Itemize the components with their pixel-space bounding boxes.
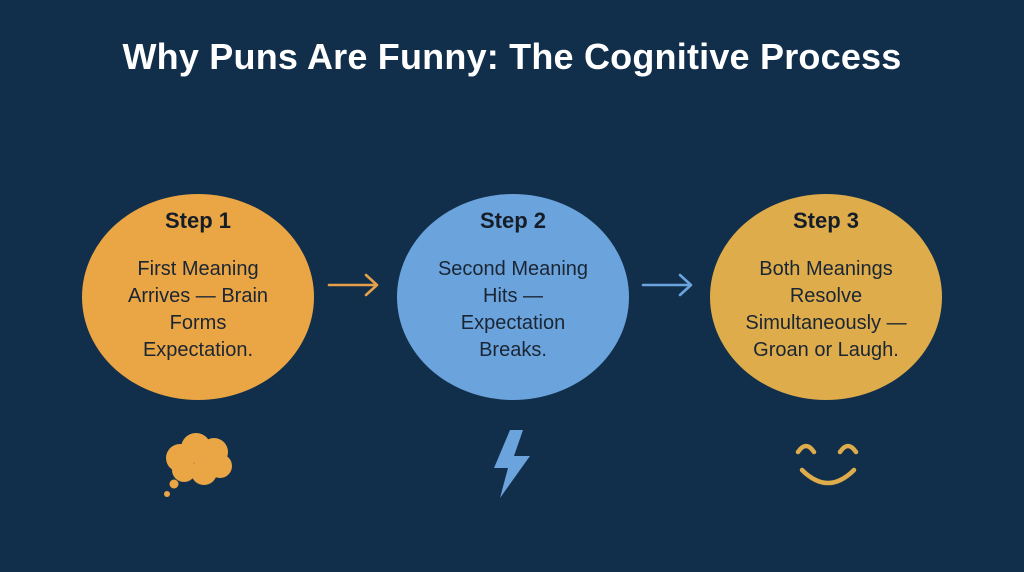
step-2-line-1: Second Meaning [437, 258, 589, 280]
step-3-line-1: Both Meanings [759, 258, 893, 280]
step-3-line-3: Simultaneously — [745, 312, 907, 334]
step-1-description: First Meaning Arrives — Brain Forms Expe… [98, 256, 298, 364]
thought-bubble-icon [164, 433, 232, 497]
step-2-line-3: Expectation [460, 312, 566, 334]
step-3-line-2: Resolve [789, 285, 863, 307]
step-1-label: Step 1 [164, 208, 232, 233]
step-1-line-2: Arrives — Brain [127, 285, 269, 307]
step-3-description: Both Meanings Resolve Simultaneously — G… [726, 256, 926, 364]
step-1-line-3: Forms [169, 312, 227, 334]
page-title: Why Puns Are Funny: The Cognitive Proces… [122, 36, 902, 77]
step-2-line-2: Hits — [483, 285, 543, 307]
step-1-line-1: First Meaning [137, 258, 259, 280]
step-2-circle: Step 2 Second Meaning Hits — Expectation… [397, 194, 629, 400]
step-2-label: Step 2 [479, 208, 547, 233]
step-2-description: Second Meaning Hits — Expectation Breaks… [413, 256, 613, 364]
smiley-face-icon [795, 443, 859, 486]
lightning-bolt-icon [494, 430, 530, 498]
step-1-line-4: Expectation. [142, 339, 254, 361]
arrow-right-icon [641, 273, 693, 297]
step-2-line-4: Breaks. [479, 339, 547, 361]
step-3-label: Step 3 [792, 208, 860, 233]
step-1-circle: Step 1 First Meaning Arrives — Brain For… [82, 194, 314, 400]
step-3-circle: Step 3 Both Meanings Resolve Simultaneou… [710, 194, 942, 400]
step-3-line-4: Groan or Laugh. [753, 339, 899, 361]
arrow-right-icon [327, 273, 379, 297]
